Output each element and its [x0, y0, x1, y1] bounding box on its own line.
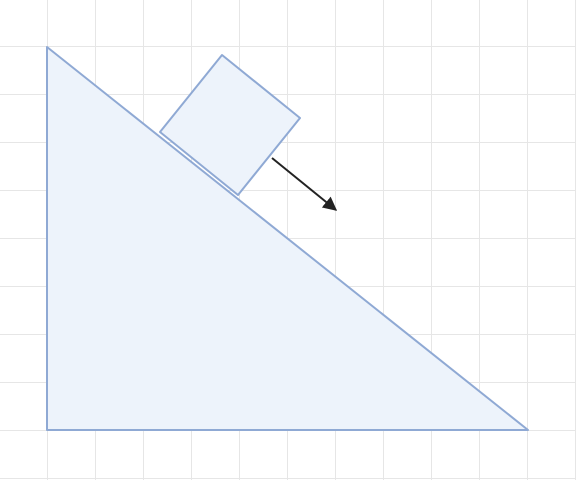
incline-triangle[interactable] — [46, 46, 529, 431]
force-arrow[interactable] — [271, 157, 338, 211]
block-square[interactable] — [159, 54, 301, 196]
